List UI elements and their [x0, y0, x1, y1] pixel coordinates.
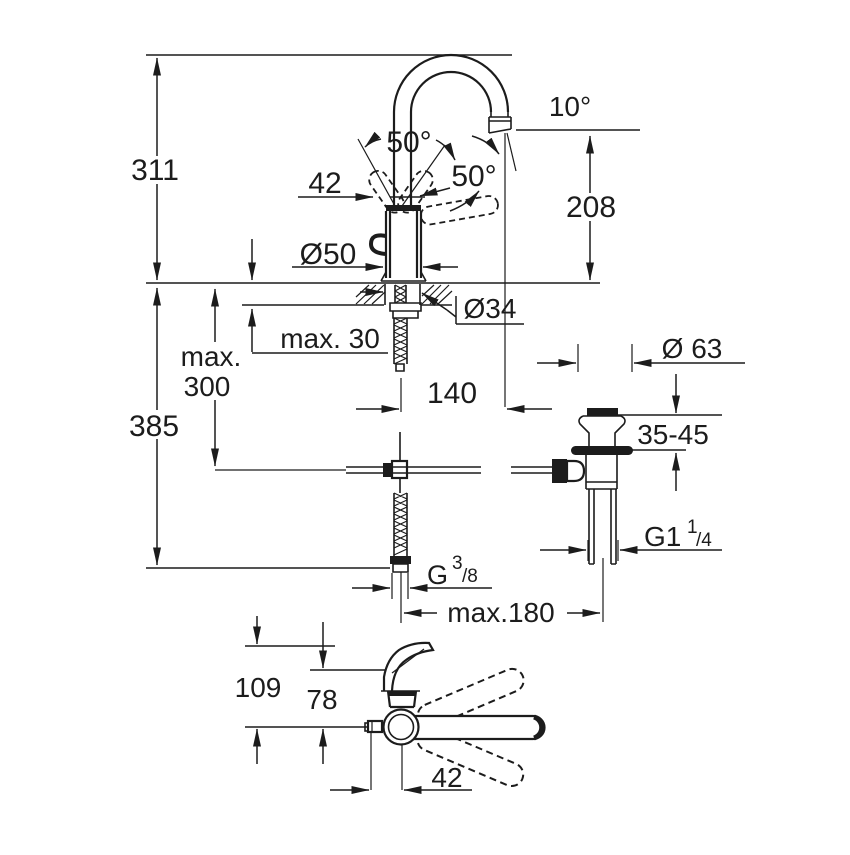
flange-diameter-dim: Ø 63 — [662, 333, 723, 364]
handle-length-dim: 42 — [308, 167, 341, 200]
swing-angle-left-dim: 50° — [386, 126, 431, 159]
deck-thickness-dim: max. 30 — [280, 323, 380, 354]
faucet-top-view — [364, 641, 546, 788]
hose-max-word: max. — [181, 341, 242, 372]
spout-height-dim: 208 — [566, 191, 616, 224]
drain-thread-den: /4 — [696, 530, 712, 551]
drain-thread-sup: 1 — [687, 517, 698, 538]
spout-reach-dim: 140 — [427, 377, 477, 410]
dimension-annotations-top-view: 109 78 42 — [235, 616, 472, 794]
pop-up-waste-view — [552, 408, 633, 622]
overall-height-dim: 311 — [131, 154, 179, 187]
height-range-dim: 35-45 — [637, 419, 709, 450]
drain-distance-dim: max.180 — [447, 597, 554, 628]
supply-thread-sup: 3 — [452, 553, 463, 574]
overall-depth-dim: 385 — [129, 410, 179, 443]
supply-thread-den: /8 — [462, 566, 478, 587]
faucet-side-view — [357, 53, 517, 282]
body-diameter-dim: Ø50 — [300, 238, 357, 271]
swing-angle-right-dim: 50° — [451, 160, 496, 193]
drain-thread-base: G1 — [644, 521, 681, 552]
hose-max-value: 300 — [184, 371, 231, 402]
hole-diameter-dim: Ø34 — [464, 293, 517, 324]
dimension-annotations-side: 311 385 max. 300 max. 30 50° 50° 42 10° — [129, 54, 640, 569]
top-body-depth-dim: 78 — [306, 684, 337, 715]
top-handle-offset-dim: 42 — [431, 762, 462, 793]
spout-angle-dim: 10° — [549, 91, 591, 122]
supply-thread-base: G — [427, 560, 448, 590]
top-total-depth-dim: 109 — [235, 672, 282, 703]
dimension-annotations-drain: Ø 63 35-45 G1 1 /4 max.180 G 3 /8 — [352, 333, 745, 628]
supply-hose-assembly — [215, 284, 552, 573]
